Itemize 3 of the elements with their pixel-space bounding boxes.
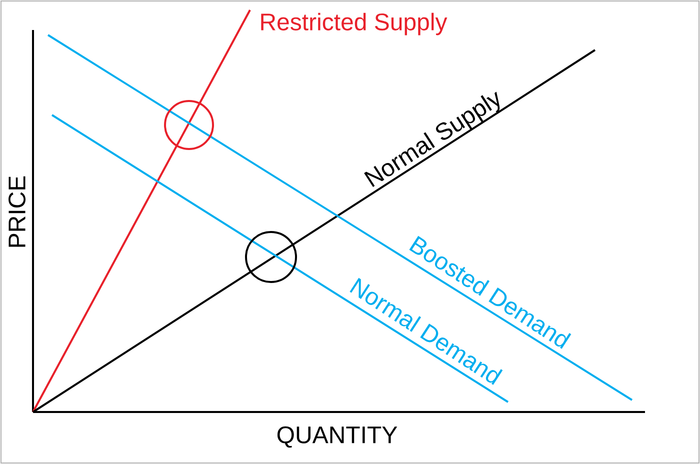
axis-title: PRICE xyxy=(8,176,26,247)
curve-label: Restricted Supply xyxy=(261,12,448,36)
axis-title: QUANTITY xyxy=(277,426,398,448)
